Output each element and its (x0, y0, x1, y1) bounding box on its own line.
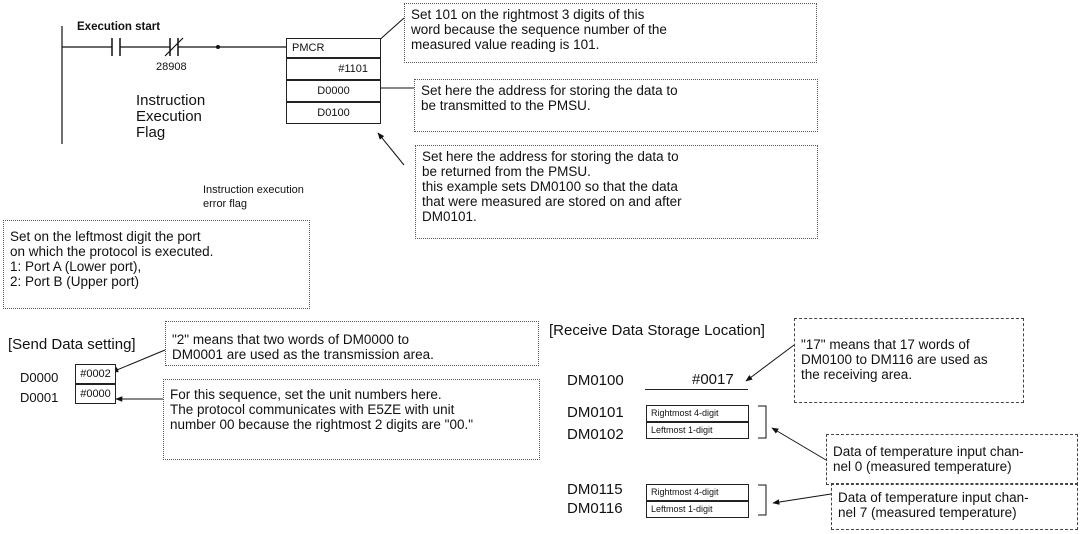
receive-cell: Rightmost 4-digit (646, 484, 749, 501)
receive-row-address: DM0115 (567, 481, 623, 498)
receive-cell: Leftmost 1-digit (646, 422, 749, 439)
no-contact-icon (111, 38, 121, 56)
operand-send-address: D0000 (286, 80, 381, 102)
unit-number-note: For this sequence, set the unit numbers … (163, 379, 540, 460)
receive-row-address: DM0101 (567, 404, 624, 421)
receive-row-value: #0017 (692, 371, 734, 388)
operand-receive-address: D0100 (286, 102, 381, 124)
nc-contact-icon (164, 37, 184, 57)
channel-7-note: Data of temperature input chan- nel 7 (m… (831, 483, 1078, 530)
receive-value-underline (645, 389, 748, 390)
execution-start-label: Execution start (77, 21, 161, 33)
receive-address-note: Set here the address for storing the dat… (415, 145, 818, 239)
error-flag-label: Instruction execution error flag (203, 184, 304, 210)
receive-data-title: [Receive Data Storage Location] (549, 322, 765, 339)
port-note: Set on the leftmost digit the port on wh… (3, 220, 310, 309)
instruction-name-cell: PMCR (286, 38, 381, 58)
send-address-note: Set here the address for storing the dat… (414, 79, 818, 132)
operand-control-word: #1101 (286, 58, 381, 80)
receive-cell: Rightmost 4-digit (646, 405, 749, 422)
receive-cell: Leftmost 1-digit (646, 501, 749, 518)
instruction-execution-flag-label: Instruction Execution Flag (136, 92, 206, 141)
send-words-note: "2" means that two words of DM0000 to DM… (165, 321, 539, 366)
send-row-address: D0001 (20, 390, 59, 405)
receive-row-address: DM0100 (567, 372, 624, 389)
junction-dot (216, 45, 220, 49)
flag-address: 28908 (156, 61, 187, 73)
send-row-value: #0002 (75, 364, 116, 384)
receive-row-address: DM0102 (567, 426, 624, 443)
receive-words-note: "17" means that 17 words of DM0100 to DM… (794, 318, 1024, 403)
send-row-address: D0000 (20, 370, 59, 385)
send-data-title: [Send Data setting] (8, 336, 136, 353)
channel-0-note: Data of temperature input chan- nel 0 (m… (826, 434, 1078, 485)
send-row-value: #0000 (75, 384, 116, 404)
sequence-number-note: Set 101 on the rightmost 3 digits of thi… (404, 3, 817, 63)
receive-row-address: DM0116 (567, 500, 623, 517)
